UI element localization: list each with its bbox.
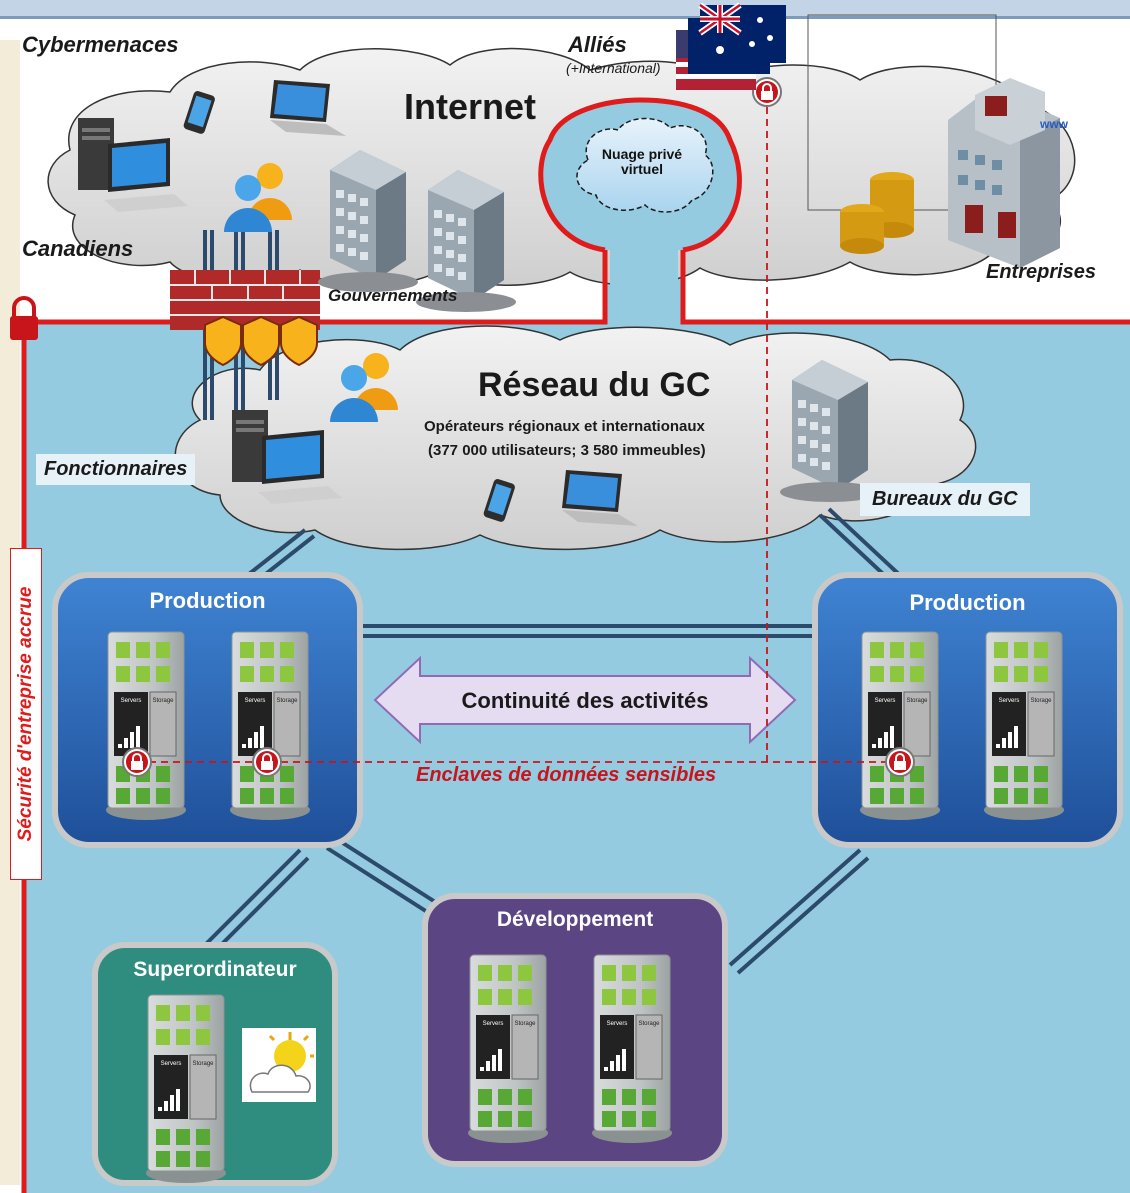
coins-icon — [840, 172, 914, 254]
server-rack-icon — [467, 954, 549, 1144]
gouvernements-label: Gouvernements — [328, 286, 458, 305]
lock-icon — [122, 747, 152, 777]
weather-icon — [242, 1028, 316, 1102]
building-icon: www — [807, 14, 1069, 268]
server-rack-icon — [145, 994, 227, 1184]
internet-label: Internet — [404, 86, 537, 127]
fonctionnaires-label: Fonctionnaires — [36, 454, 196, 485]
server-rack-icon — [591, 954, 673, 1144]
lock-icon — [885, 747, 915, 777]
enclaves-label: Enclaves de données sensibles — [416, 764, 717, 786]
production-left-title: Production — [149, 588, 266, 613]
lock-icon — [752, 77, 782, 107]
security-label: Sécurité d'entreprise accrue — [15, 586, 36, 842]
server-rack-icon — [983, 631, 1065, 821]
private-cloud-label: Nuage privé virtuel — [601, 146, 683, 177]
allies-label: Alliés — [568, 32, 627, 57]
entreprises-label: Entreprises — [986, 261, 1097, 283]
private-cloud-shape — [576, 117, 714, 213]
cybermenaces-label: Cybermenaces — [22, 32, 179, 57]
server-rack-icon — [229, 631, 311, 821]
production-right-title: Production — [909, 590, 1026, 615]
canadiens-label: Canadiens — [22, 236, 134, 261]
flags-icon — [676, 2, 786, 90]
operators-label: Opérateurs régionaux et internationaux — [424, 418, 705, 435]
continuity-arrow — [373, 655, 797, 745]
users-count-label: (377 000 utilisateurs; 3 580 immeubles) — [428, 442, 706, 459]
development-title: Développement — [496, 908, 654, 931]
bureaux-label: Bureaux du GC — [860, 483, 1030, 516]
allies-sub-label: (+International) — [566, 60, 661, 76]
server-rack-icon — [859, 631, 941, 821]
svg-text:www: www — [1039, 117, 1069, 131]
lock-icon — [10, 296, 38, 340]
firewall-icon — [170, 270, 320, 367]
continuity-label: Continuité des activités — [461, 688, 709, 713]
server-rack-icon — [105, 631, 187, 821]
security-label-box: Sécurité d'entreprise accrue — [10, 548, 42, 880]
supercomputer-title: Superordinateur — [133, 958, 297, 981]
gc-network-label: Réseau du GC — [478, 366, 711, 404]
production-left-box — [52, 572, 363, 848]
lock-icon — [252, 747, 282, 777]
gc-network-cloud — [174, 325, 977, 551]
